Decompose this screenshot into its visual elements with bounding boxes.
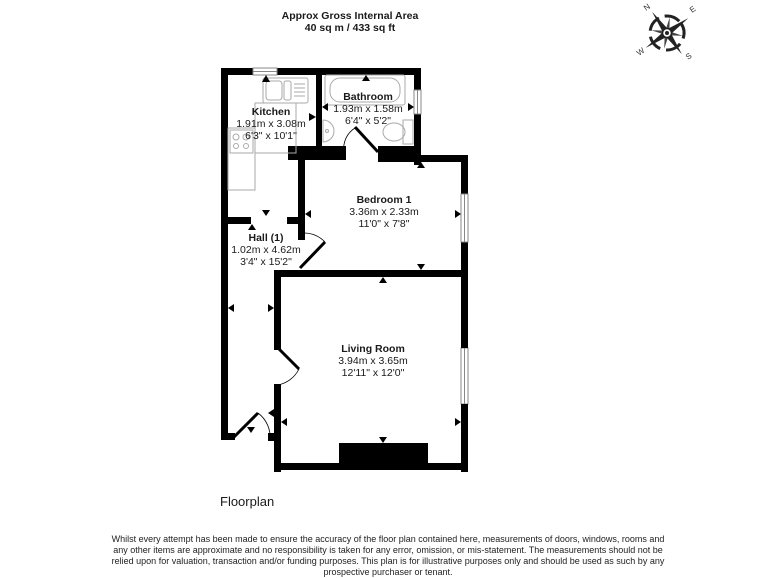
floor-name: Floorplan	[220, 494, 275, 509]
hob	[229, 129, 254, 154]
room-metric-size: 3.36m x 2.33m	[349, 206, 419, 218]
room-name: Bathroom	[343, 91, 393, 103]
disclaimer: Whilst every attempt has been made to en…	[40, 534, 736, 578]
bath	[324, 74, 406, 106]
room-name: Hall (1)	[248, 232, 284, 244]
room-name: Kitchen	[251, 106, 291, 118]
gross-area-header: Approx Gross Internal Area 40 sq m / 433…	[250, 10, 450, 34]
disclaimer-line: Whilst every attempt has been made to en…	[111, 534, 665, 544]
room-hall: Hall (1) 1.02m x 4.62m 3'4" x 15'2"	[231, 232, 300, 268]
room-imperial-size: 6'3" x 10'1"	[245, 130, 297, 142]
room-metric-size: 1.02m x 4.62m	[231, 244, 301, 256]
room-metric-size: 1.93m x 1.58m	[333, 103, 403, 115]
gross-area-value: 40 sq m / 433 sq ft	[304, 22, 396, 34]
walls	[221, 68, 468, 472]
room-name: Bedroom 1	[356, 194, 412, 206]
room-bathroom: Bathroom 1.93m x 1.58m 6'4" x 5'2"	[333, 91, 402, 127]
disclaimer-line: prospective purchaser or tenant.	[323, 567, 453, 577]
disclaimer-line: relied upon for valuation, transaction a…	[111, 556, 665, 566]
room-kitchen: Kitchen 1.91m x 3.08m 6'3" x 10'1"	[236, 106, 305, 142]
disclaimer-line: any other items are approximate and no r…	[113, 545, 663, 555]
room-living-room: Living Room 3.94m x 3.65m 12'11" x 12'0"	[338, 343, 407, 379]
gross-area-title: Approx Gross Internal Area	[281, 10, 419, 22]
basin	[322, 119, 335, 143]
room-metric-size: 1.91m x 3.08m	[236, 118, 306, 130]
compass-w-label: W	[635, 46, 647, 58]
room-metric-size: 3.94m x 3.65m	[338, 355, 408, 367]
room-name: Living Room	[341, 343, 405, 355]
room-bedroom-1: Bedroom 1 3.36m x 2.33m 11'0" x 7'8"	[349, 194, 418, 230]
doors	[232, 125, 380, 441]
measurement-markers	[228, 75, 461, 443]
compass-n-label: N	[642, 2, 652, 13]
toilet-bowl	[382, 122, 406, 142]
floorplan-drawing	[221, 67, 469, 472]
fixtures	[227, 74, 414, 191]
compass-e-label: E	[688, 4, 698, 14]
compass-s-label: S	[684, 51, 694, 61]
room-imperial-size: 12'11" x 12'0"	[341, 367, 405, 379]
room-imperial-size: 6'4" x 5'2"	[345, 115, 391, 127]
toilet-cistern	[402, 119, 414, 145]
room-imperial-size: 11'0" x 7'8"	[358, 218, 410, 230]
kitchen-counter	[227, 127, 256, 191]
room-imperial-size: 3'4" x 15'2"	[240, 256, 292, 268]
compass-rose-icon: N E S W	[635, 2, 698, 62]
